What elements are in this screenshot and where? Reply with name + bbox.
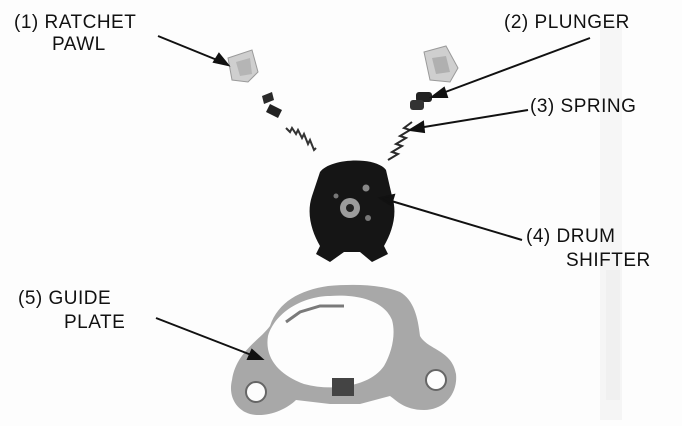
label-spring: (3) SPRING [530,96,636,117]
label-ratchet-pawl: (1) RATCHET [14,12,136,33]
drum-shifter-number: (4) [526,226,551,247]
spring-number: (3) [530,96,555,117]
label-drum-shifter: (4) DRUM [526,226,616,247]
drum-shifter-line1: DRUM [556,226,616,247]
label-guide-plate-line2: PLATE [64,312,125,333]
spring-line1: SPRING [560,96,637,117]
label-plunger: (2) PLUNGER [504,12,630,33]
guide-plate-line2: PLATE [64,312,126,333]
plunger-number: (2) [504,12,529,33]
label-guide-plate: (5) GUIDE [18,288,111,309]
leader-line-guide-plate [155,317,265,360]
ratchet-pawl-line2: PAWL [52,34,106,55]
guide-plate-part [230,284,457,416]
spring-part [387,121,413,161]
label-drum-shifter-line2: SHIFTER [566,250,651,271]
leader-line-plunger [429,37,591,98]
drum-shifter-part [309,160,395,262]
leader-line-drum-shifter [377,193,523,241]
ratchet-pawl-number: (1) [14,12,39,33]
leader-line-ratchet-pawl [157,35,231,67]
plunger-line1: PLUNGER [534,12,630,33]
plunger-block-part [423,45,459,83]
ratchet-pawl-part [227,49,259,83]
label-ratchet-pawl-line2: PAWL [52,34,106,55]
guide-plate-number: (5) [18,288,43,309]
left-spring-part [285,126,317,152]
left-plunger-part [262,92,282,118]
leader-line-spring [407,109,529,134]
drum-shifter-line2: SHIFTER [566,250,651,271]
scan-noise [600,20,622,420]
plunger-part [410,92,432,110]
ratchet-pawl-line1: RATCHET [44,12,137,33]
guide-plate-line1: GUIDE [48,288,112,309]
